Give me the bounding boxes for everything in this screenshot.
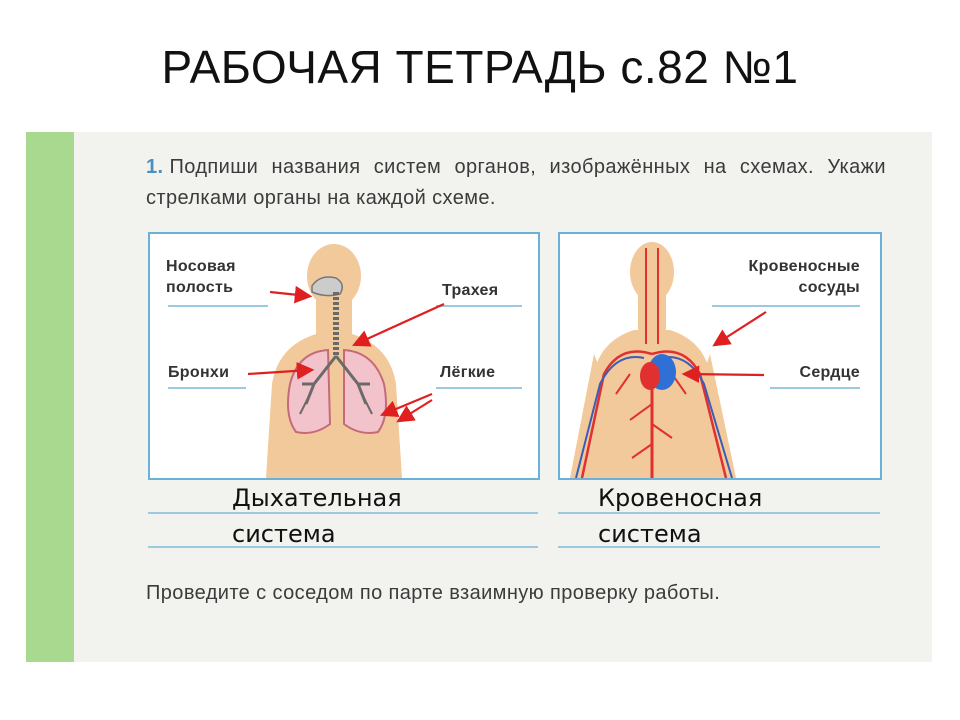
task-text: Подпиши названия систем органов, изображ… <box>146 156 886 209</box>
bronchi-label: Бронхи <box>168 362 229 383</box>
blood-vessels-label-line1: Кровеносные <box>700 256 860 277</box>
page-margin-strip <box>26 132 74 662</box>
blood-vessels-label-line2: сосуды <box>700 277 860 298</box>
nasal-cavity-label-line1: Носовая <box>166 256 236 277</box>
nasal-cavity-label-line2: полость <box>166 277 236 298</box>
nasal-cavity-label: Носовая полость <box>166 256 236 298</box>
trachea-label: Трахея <box>442 280 498 301</box>
task-number: 1. <box>146 156 163 178</box>
task-instruction: 1.Подпиши названия систем органов, изобр… <box>146 152 886 214</box>
slide-title: РАБОЧАЯ ТЕТРАДЬ с.82 №1 <box>0 40 960 94</box>
blood-vessels-label: Кровеносные сосуды <box>700 256 860 298</box>
respiratory-answer: Дыхательная система <box>232 480 402 552</box>
circulatory-answer-line2: система <box>598 516 762 552</box>
respiratory-answer-line1: Дыхательная <box>232 480 402 516</box>
respiratory-answer-line2: система <box>232 516 402 552</box>
respiratory-system-panel: Носовая полость Трахея Бронхи Лёгкие <box>148 232 540 480</box>
heart-label: Сердце <box>760 362 860 383</box>
circulatory-answer-line1: Кровеносная <box>598 480 762 516</box>
circulatory-system-panel: Кровеносные сосуды Сердце <box>558 232 882 480</box>
workbook-page: 1.Подпиши названия систем органов, изобр… <box>26 132 932 662</box>
lungs-label: Лёгкие <box>440 362 495 383</box>
peer-check-instruction: Проведите с соседом по парте взаимную пр… <box>146 578 882 608</box>
circulatory-answer: Кровеносная система <box>598 480 762 552</box>
